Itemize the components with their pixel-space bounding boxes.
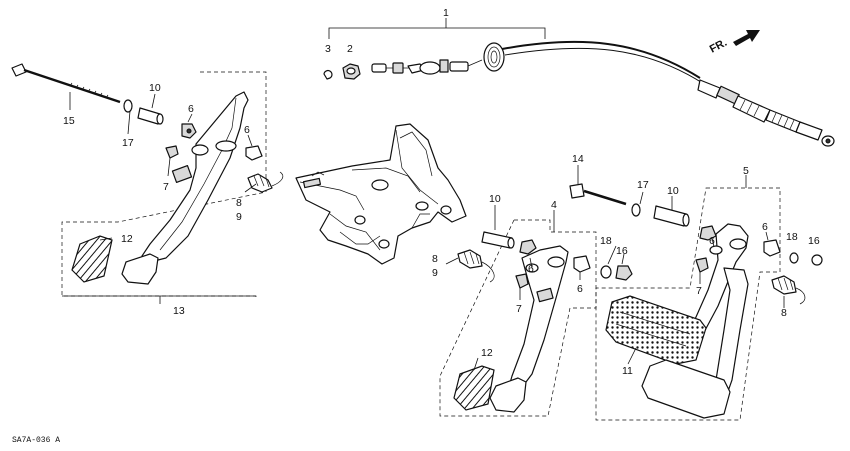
callout-17: 17 <box>122 137 134 149</box>
cable-adjuster <box>697 79 835 147</box>
callout-10: 10 <box>667 185 679 197</box>
accelerator-pedal-group <box>569 165 823 421</box>
callout-labels: 1 2 3 4 5 6 6 6 6 6 6 7 7 7 8 8 8 9 9 10… <box>63 7 820 377</box>
callout-15: 15 <box>63 115 75 127</box>
callout-16: 16 <box>808 235 820 247</box>
callout-11: 11 <box>622 365 633 377</box>
callout-12: 12 <box>121 233 133 245</box>
callout-8: 8 <box>432 253 438 265</box>
cable-clip <box>323 70 333 80</box>
callout-6: 6 <box>528 263 534 275</box>
callout-2: 2 <box>347 43 353 55</box>
callout-10: 10 <box>149 82 161 94</box>
callout-5: 5 <box>743 165 749 177</box>
callout-6: 6 <box>188 103 194 115</box>
clutch-pedal-group <box>11 63 284 304</box>
pedal-bracket <box>295 123 467 265</box>
callout-13: 13 <box>173 305 185 317</box>
callout-17: 17 <box>637 179 649 191</box>
callout-3: 3 <box>325 43 331 55</box>
callout-6: 6 <box>762 221 768 233</box>
callout-6: 6 <box>244 124 250 136</box>
callout-18: 18 <box>600 235 612 247</box>
return-spring <box>247 171 284 193</box>
callout-7: 7 <box>163 181 169 193</box>
callout-4: 4 <box>551 199 557 211</box>
callout-7: 7 <box>696 285 702 297</box>
callout-18: 18 <box>786 231 798 243</box>
callout-12: 12 <box>481 347 493 359</box>
long-bolt <box>11 63 121 104</box>
clutch-cable <box>323 18 835 147</box>
arrow-icon <box>733 30 760 46</box>
cable-boot <box>483 42 505 72</box>
callout-16: 16 <box>616 245 628 257</box>
callout-9: 9 <box>236 211 242 223</box>
grommet <box>342 63 361 80</box>
callout-6: 6 <box>709 235 715 247</box>
callout-8: 8 <box>236 197 242 209</box>
diagram-code: SA7A-036 A <box>12 436 60 445</box>
callout-7: 7 <box>516 303 522 315</box>
callout-14: 14 <box>572 153 584 165</box>
brake-pedal-group <box>439 205 597 417</box>
front-direction-marker: FR. <box>708 30 760 56</box>
front-label: FR. <box>708 37 729 56</box>
callout-6: 6 <box>577 283 583 295</box>
callout-8: 8 <box>781 307 787 319</box>
callout-1: 1 <box>443 7 449 19</box>
callout-10: 10 <box>489 193 501 205</box>
callout-9: 9 <box>432 267 438 279</box>
